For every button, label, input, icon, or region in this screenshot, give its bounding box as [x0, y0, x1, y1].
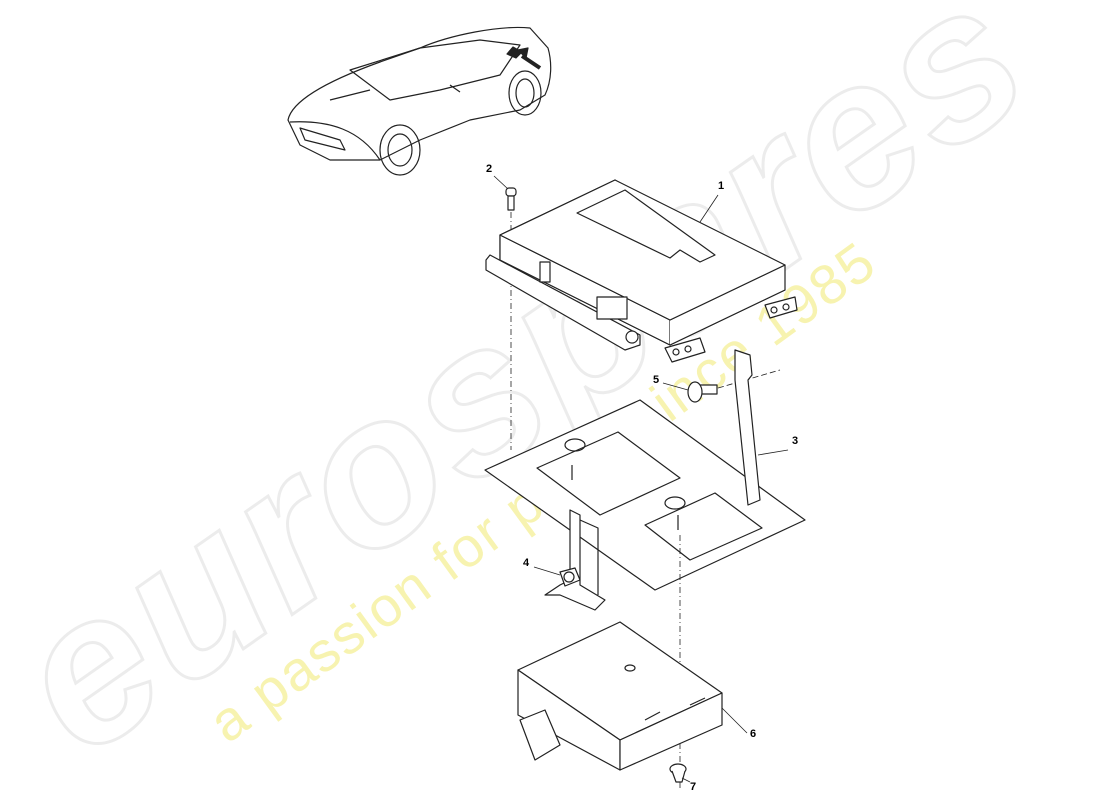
callout-2: 2: [486, 163, 493, 175]
callout-1: 1: [718, 180, 725, 192]
part-3-bracket: [484, 349, 806, 611]
leader-lines: [493, 175, 789, 783]
callout-3: 3: [792, 435, 799, 447]
callout-5: 5: [653, 374, 660, 386]
part-5-bolt: [687, 369, 781, 403]
callout-7: 7: [690, 781, 697, 793]
part-2-screw: [505, 187, 517, 450]
part-1-control-module: [485, 179, 798, 363]
part-4-nut: [559, 567, 581, 587]
callout-4: 4: [523, 557, 530, 569]
part-7-clip: [669, 763, 687, 783]
part-6-lower-module: [517, 621, 723, 771]
callout-6: 6: [750, 728, 757, 740]
car-location-thumbnail: [287, 26, 552, 176]
